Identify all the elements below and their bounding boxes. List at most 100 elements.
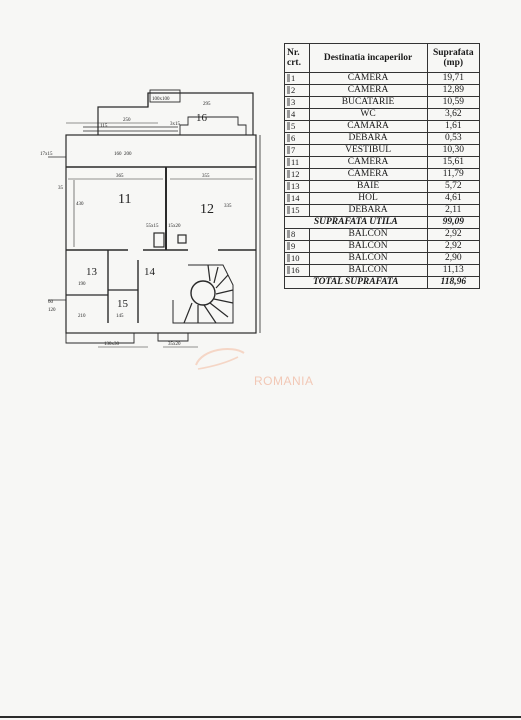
row-nr: 10 (284, 252, 310, 265)
floor-plan-drawing: 11 12 13 14 15 16 100x100 295 250 115 3x… (40, 89, 261, 348)
row-area: 10,30 (426, 144, 481, 157)
dim-145: 145 (116, 314, 124, 319)
row-marker (287, 266, 290, 274)
row-nr-text: 9 (291, 241, 296, 251)
page-bottom-border (0, 716, 521, 718)
staircase (190, 280, 216, 306)
room-number-13: 13 (86, 266, 98, 278)
row-marker (287, 254, 290, 262)
row-area: 11,79 (426, 168, 481, 181)
row-area: 12,89 (426, 84, 481, 97)
useful-area-label: SUPRAFATA UTILA (284, 216, 428, 229)
row-area: 19,71 (426, 72, 481, 85)
row-marker (287, 98, 290, 106)
row-marker (287, 74, 290, 82)
row-area: 2,90 (426, 252, 481, 265)
total-area-label: TOTAL SUPRAFATA (284, 276, 428, 289)
row-marker (287, 194, 290, 202)
outer-wall (65, 134, 257, 334)
row-nr-text: 8 (291, 229, 296, 239)
row-marker (287, 230, 290, 238)
table-header-row: Nr. crt. Destinatia incaperilor Suprafat… (284, 43, 481, 73)
useful-area-value: 99,09 (426, 216, 481, 229)
row-destination: CAMERA (308, 72, 428, 85)
row-destination: BALCON (308, 252, 428, 265)
row-nr-text: 4 (291, 109, 296, 119)
room-number-14: 14 (144, 266, 156, 278)
row-nr: 13 (284, 180, 310, 193)
useful-area-row: SUPRAFATA UTILA 99,09 (284, 216, 481, 229)
room-number-15: 15 (117, 298, 129, 310)
header-area: Suprafata (mp) (426, 43, 481, 73)
row-destination: HOL (308, 192, 428, 205)
row-marker (287, 242, 290, 250)
header-destination: Destinatia incaperilor (308, 43, 428, 73)
row-area: 15,61 (426, 156, 481, 169)
watermark-logo (195, 348, 245, 370)
dim-355: 355 (202, 174, 210, 179)
total-area-value: 118,96 (426, 276, 481, 289)
row-nr-text: 5 (291, 121, 296, 131)
balcony-box (149, 89, 181, 103)
row-nr: 8 (284, 228, 310, 241)
row-area: 2,11 (426, 204, 481, 217)
row-destination: BALCON (308, 240, 428, 253)
row-marker (287, 158, 290, 166)
row-nr-text: 6 (291, 133, 296, 143)
row-destination: BALCON (308, 228, 428, 241)
row-nr: 7 (284, 144, 310, 157)
row-nr-text: 16 (291, 265, 300, 275)
dim-115: 115 (100, 124, 108, 129)
row-area: 11,13 (426, 264, 481, 277)
row-nr: 14 (284, 192, 310, 205)
row-marker (287, 86, 290, 94)
row-nr: 1 (284, 72, 310, 85)
total-area-row: TOTAL SUPRAFATA 118,96 (284, 276, 481, 289)
row-nr-text: 1 (291, 73, 296, 83)
row-area: 1,61 (426, 120, 481, 133)
row-marker (287, 146, 290, 154)
row-nr: 5 (284, 120, 310, 133)
row-nr-text: 3 (291, 97, 296, 107)
row-destination: BALCON (308, 264, 428, 277)
row-nr: 3 (284, 96, 310, 109)
row-destination: BAIE (308, 180, 428, 193)
row-nr: 11 (284, 156, 310, 169)
row-marker (287, 122, 290, 130)
row-nr: 6 (284, 132, 310, 145)
row-nr: 16 (284, 264, 310, 277)
row-destination: DEBARA (308, 132, 428, 145)
watermark-text: ROMANIA (254, 374, 314, 388)
row-nr: 9 (284, 240, 310, 253)
row-nr-text: 2 (291, 85, 296, 95)
row-nr-text: 13 (291, 181, 300, 191)
row-area: 0,53 (426, 132, 481, 145)
row-nr-text: 15 (291, 205, 300, 215)
room-area-table: Nr. crt. Destinatia incaperilor Suprafat… (284, 43, 481, 289)
row-nr: 12 (284, 168, 310, 181)
dim-35: 35 (58, 186, 64, 191)
row-destination: CAMERA (308, 168, 428, 181)
row-destination: CAMARA (308, 120, 428, 133)
row-nr-text: 7 (291, 145, 296, 155)
row-marker (287, 206, 290, 214)
dim-15x20: 15x20 (168, 224, 181, 229)
row-nr: 4 (284, 108, 310, 121)
row-destination: VESTIBUL (308, 144, 428, 157)
dim-130x30: 130x30 (104, 342, 120, 347)
row-nr: 15 (284, 204, 310, 217)
dim-430: 430 (76, 202, 84, 207)
dim-17x15: 17x15 (40, 152, 53, 157)
